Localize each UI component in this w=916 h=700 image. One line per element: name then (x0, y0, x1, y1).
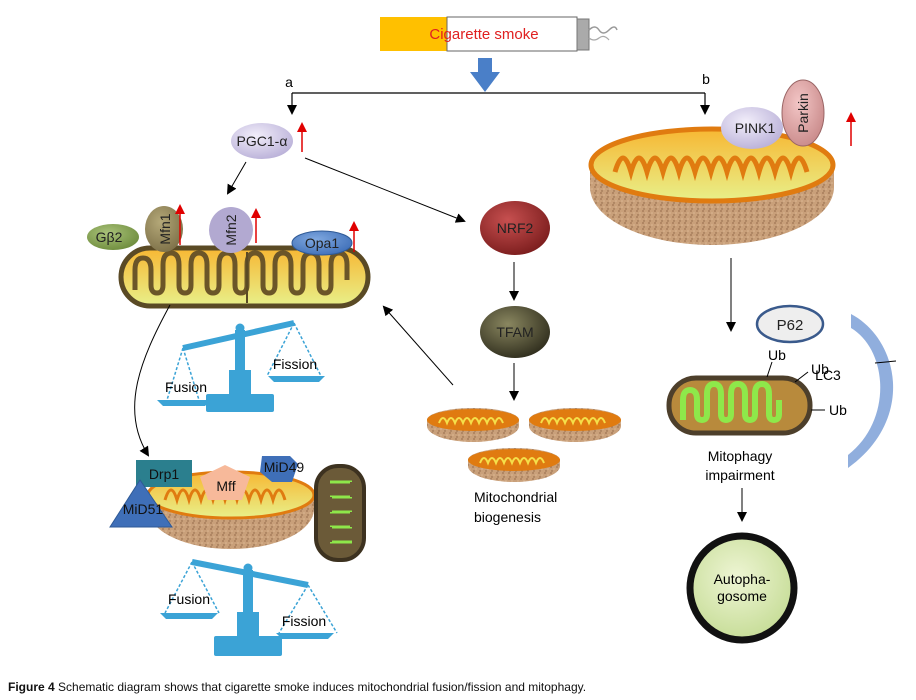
biogenesis-label-line2: biogenesis (474, 509, 541, 525)
mff-label: Mff (216, 478, 235, 494)
biogenesis-mitochondria-icon (427, 408, 621, 482)
p62-node (755, 304, 825, 344)
ub-label-1: Ub (768, 347, 786, 363)
parkin-node (781, 79, 825, 147)
tfam-label: TFAM (496, 324, 533, 340)
tfam-node (480, 306, 550, 358)
branch-a-label: a (285, 74, 293, 90)
fusion-label-bottom: Fusion (168, 591, 210, 607)
gb2-node (87, 224, 139, 250)
impairment-label-line2: impairment (705, 467, 774, 483)
biogenesis-label-line1: Mitochondrial (474, 489, 557, 505)
fission-label-top: Fission (273, 356, 317, 372)
fused-mitochondrion-icon (118, 245, 371, 309)
lc3-membrane-icon (848, 314, 894, 468)
parkin-label: Parkin (795, 93, 811, 133)
cigarette-icon (380, 16, 618, 52)
damaged-mitochondrion-icon (666, 375, 813, 436)
impairment-label-line1: Mitophagy (708, 448, 773, 464)
balance-scale-top-icon (157, 320, 325, 412)
mid49-label: MiD49 (264, 459, 305, 475)
fusion-to-fission-arrow (134, 304, 171, 457)
small-mitochondrion-icon (314, 464, 366, 562)
drp1-node (136, 460, 192, 487)
autophagosome-node (686, 532, 798, 644)
gb2-label: Gβ2 (96, 229, 123, 245)
mfn1-node (145, 206, 183, 252)
pgc1a-to-nrf2-arrow (304, 157, 466, 223)
lc3-label: LC3 (815, 367, 841, 383)
balance-scale-bottom-icon (160, 559, 338, 656)
drp1-label: Drp1 (149, 466, 180, 482)
p62-label: P62 (777, 317, 804, 334)
autophagosome-label-line2: gosome (717, 588, 767, 604)
ub-connector (766, 361, 773, 378)
pgc1a-label: PGC1-α (237, 133, 288, 149)
autophagosome-label-line1: Autopha- (714, 571, 771, 587)
mfn2-node (209, 207, 253, 253)
pink1-label: PINK1 (735, 120, 776, 136)
opa1-node (291, 230, 353, 256)
down-arrow-icon (470, 58, 500, 92)
branch-b-label: b (702, 71, 710, 87)
pgc1a-to-fusion-arrow (226, 161, 247, 195)
lc3-connector (874, 360, 897, 364)
pgc1a-node (231, 123, 293, 159)
nrf2-node (480, 201, 550, 255)
caption-text: Schematic diagram shows that cigarette s… (54, 680, 587, 694)
fusion-label-top: Fusion (165, 379, 207, 395)
caption-prefix: Figure 4 (8, 680, 55, 694)
trigger-label: Cigarette smoke (429, 26, 538, 43)
figure-caption: Figure 4 Schematic diagram shows that ci… (8, 680, 586, 694)
opa1-label: Opa1 (305, 235, 339, 251)
pink1-node (721, 107, 783, 149)
nrf2-label: NRF2 (497, 220, 534, 236)
mfn2-label: Mfn2 (223, 214, 239, 245)
mff-node (200, 465, 250, 500)
mid49-node (260, 456, 298, 482)
biogenesis-to-fusion-arrow (382, 305, 454, 386)
fission-label-bottom: Fission (282, 613, 326, 629)
ub-label-3: Ub (829, 402, 847, 418)
mitochondrion-large-icon (588, 126, 836, 245)
mid51-node (109, 479, 173, 528)
mfn1-label: Mfn1 (157, 213, 173, 244)
mid51-label: MiD51 (123, 501, 164, 517)
ub-connector (794, 371, 809, 383)
ub-label-2: Ub (811, 361, 829, 377)
